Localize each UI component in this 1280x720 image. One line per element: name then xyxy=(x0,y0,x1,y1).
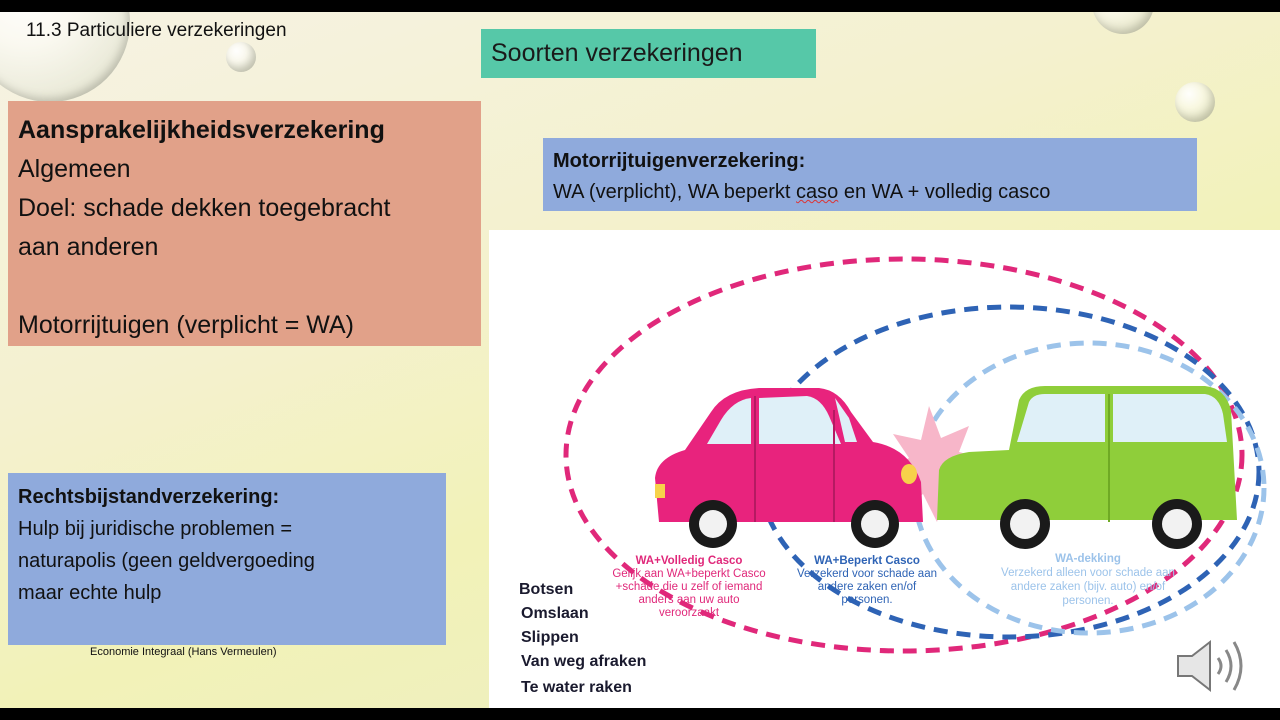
aansprakelijkheid-heading: Aansprakelijkheidsverzekering xyxy=(18,116,385,144)
volledig-casco-line: anders aan uw auto xyxy=(638,594,739,606)
risk-item: Slippen xyxy=(521,629,579,646)
speaker-icon[interactable] xyxy=(1172,634,1252,698)
beperkt-casco-ellipse xyxy=(756,304,1262,640)
aansprakelijkheid-line: Motorrijtuigen (verplicht = WA) xyxy=(18,311,354,339)
rechtsbijstand-line: Hulp bij juridische problemen = xyxy=(18,518,293,540)
wa-dekking-line: Verzekerd alleen voor schade aan xyxy=(1001,567,1175,579)
volledig-casco-ellipse xyxy=(563,256,1245,654)
pink-car-icon xyxy=(655,388,923,548)
wa-dekking-title: WA-dekking xyxy=(1055,553,1121,565)
aansprakelijkheid-line: aan anderen xyxy=(18,233,159,261)
decorative-bubble xyxy=(226,42,256,72)
beperkt-casco-title: WA+Beperkt Casco xyxy=(814,555,920,567)
rechtsbijstand-line: maar echte hulp xyxy=(18,582,162,604)
volledig-casco-line: Gelijk aan WA+beperkt Casco xyxy=(612,568,765,580)
rechtsbijstand-box: Rechtsbijstandverzekering: Hulp bij juri… xyxy=(8,473,446,645)
wa-dekking-line: andere zaken (bijv. auto) en/of xyxy=(1011,581,1166,593)
wa-dekking-ellipse xyxy=(911,340,1267,636)
motorrijtuigen-text-part: WA (verplicht), WA beperkt xyxy=(553,181,797,203)
beperkt-casco-line: personen. xyxy=(841,594,892,606)
risk-item: Van weg afraken xyxy=(521,653,646,670)
decorative-bubble xyxy=(1175,82,1215,122)
motorrijtuigen-text-part: en WA + volledig casco xyxy=(838,181,1051,203)
aansprakelijkheid-line: Doel: schade dekken toegebracht xyxy=(18,194,391,222)
decorative-bubble xyxy=(1092,12,1154,34)
rechtsbijstand-line: naturapolis (geen geldvergoeding xyxy=(18,550,315,572)
volledig-casco-line: veroorzaakt xyxy=(659,607,720,619)
insurance-illustration: WA+Volledig Casco Gelijk aan WA+beperkt … xyxy=(489,230,1280,708)
aansprakelijkheid-line: Algemeen xyxy=(18,155,131,183)
slide: 11.3 Particuliere verzekeringen Soorten … xyxy=(0,12,1280,708)
green-car-icon xyxy=(937,386,1237,549)
motorrijtuigen-heading: Motorrijtuigenverzekering: xyxy=(553,150,806,172)
spellcheck-flagged-word: caso xyxy=(796,181,839,203)
volledig-casco-title: WA+Volledig Casco xyxy=(636,555,743,567)
risk-item: Te water raken xyxy=(521,679,632,696)
wa-dekking-line: personen. xyxy=(1062,595,1113,607)
risk-item: Omslaan xyxy=(521,605,589,622)
aansprakelijkheid-box: Aansprakelijkheidsverzekering Algemeen D… xyxy=(8,101,481,346)
beperkt-casco-line: Verzekerd voor schade aan xyxy=(797,568,937,580)
motorrijtuigen-text: WA (verplicht), WA beperkt caso en WA + … xyxy=(553,177,1187,208)
motorrijtuigen-box: Motorrijtuigenverzekering: WA (verplicht… xyxy=(543,138,1197,211)
slide-title: Soorten verzekeringen xyxy=(481,29,816,78)
section-label: 11.3 Particuliere verzekeringen xyxy=(26,20,287,41)
volledig-casco-line: +schade die u zelf of iemand xyxy=(616,581,763,593)
insurance-diagram: WA+Volledig Casco Gelijk aan WA+beperkt … xyxy=(519,256,1267,696)
footer-text: Economie Integraal (Hans Vermeulen) xyxy=(90,646,277,658)
rechtsbijstand-heading: Rechtsbijstandverzekering: xyxy=(18,486,280,508)
risk-item: Botsen xyxy=(519,581,573,598)
beperkt-casco-line: andere zaken en/of xyxy=(818,581,917,593)
